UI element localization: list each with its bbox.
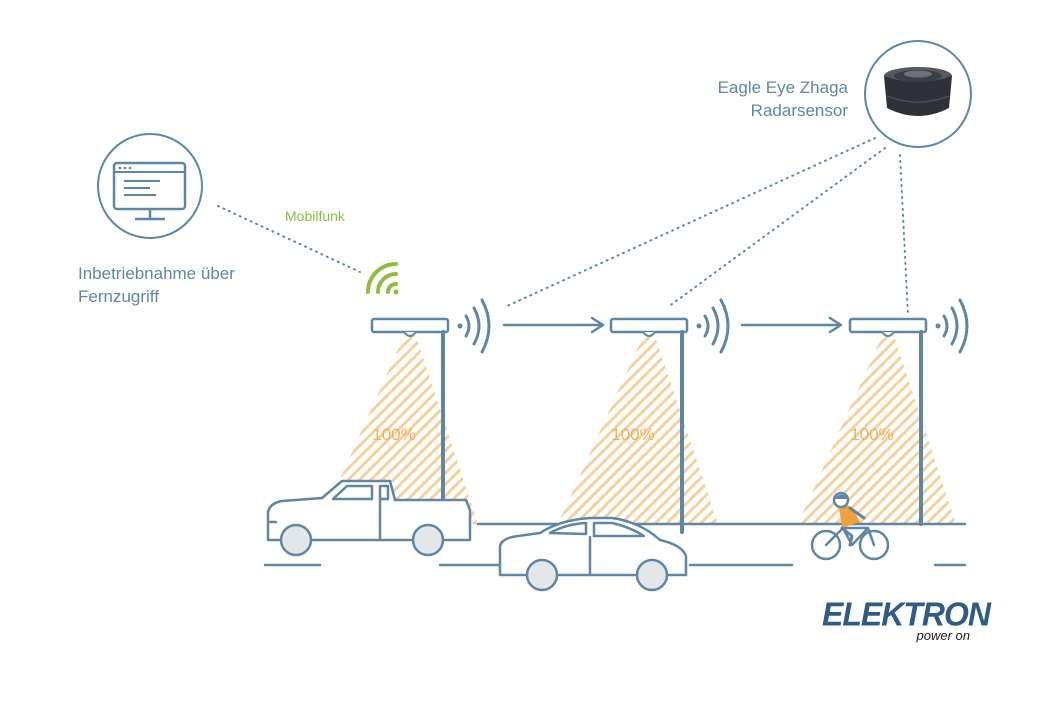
light-cone xyxy=(558,336,718,524)
remote-label-line2: Fernzugriff xyxy=(78,287,159,306)
elektron-logo: ELEKTRON power on xyxy=(822,595,991,643)
logo-wordmark: ELEKTRON xyxy=(822,595,991,633)
radar-sensor-label: Eagle Eye Zhaga Radarsensor xyxy=(660,76,848,122)
sensor-link-line xyxy=(899,154,909,317)
sensor-link-line xyxy=(667,147,886,308)
sensor-label-line1: Eagle Eye Zhaga xyxy=(717,78,848,97)
signal-arrow xyxy=(740,316,843,334)
wifi-signal-icon xyxy=(366,262,399,295)
light-level-label: 100% xyxy=(850,425,894,444)
sensor-label-line2: Radarsensor xyxy=(750,101,848,120)
streetlight xyxy=(370,317,450,502)
radar-sensor-icon xyxy=(864,40,972,148)
streetlight xyxy=(848,317,928,526)
wireless-signal-icon xyxy=(457,298,491,354)
wireless-signal-icon xyxy=(935,298,969,354)
light-cone xyxy=(798,336,956,524)
pickup-truck-icon xyxy=(266,479,472,557)
computer-monitor-icon xyxy=(97,133,203,239)
cyclist-icon xyxy=(810,491,890,561)
wireless-signal-icon xyxy=(696,298,730,354)
car-icon xyxy=(498,516,688,592)
streetlight xyxy=(609,317,689,534)
remote-commissioning-label: Inbetriebnahme über Fernzugriff xyxy=(78,262,235,308)
mobile-network-label: Mobilfunk xyxy=(285,208,345,224)
remote-label-line1: Inbetriebnahme über xyxy=(78,264,235,283)
sensor-link-line xyxy=(504,137,876,308)
light-level-label: 100% xyxy=(611,425,655,444)
light-cone xyxy=(320,336,478,524)
light-level-label: 100% xyxy=(372,425,416,444)
remote-link-line xyxy=(217,205,361,273)
signal-arrow xyxy=(502,316,605,334)
logo-tagline: power on xyxy=(916,628,970,643)
